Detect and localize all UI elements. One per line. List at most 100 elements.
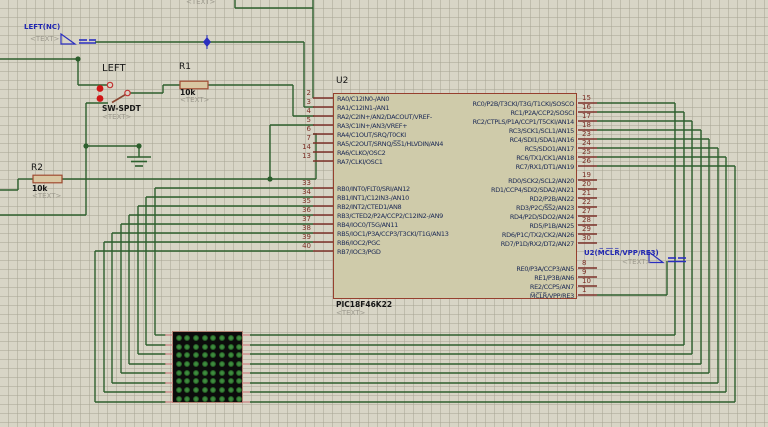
pin-number: 34 bbox=[302, 188, 311, 196]
pin-label: RE1/P3B/AN6 bbox=[534, 273, 574, 282]
led-dot bbox=[184, 352, 191, 359]
terminal-arrow-icon[interactable] bbox=[648, 250, 665, 264]
pin-label: RB3/CTED2/P2A/CCP2/C12IN2-/AN9 bbox=[337, 211, 443, 220]
chip-u2[interactable] bbox=[333, 93, 577, 299]
led-dot bbox=[201, 369, 208, 376]
pin-label: RE2/CCP5/AN7 bbox=[529, 282, 574, 291]
pin-number: 25 bbox=[582, 148, 591, 156]
pin-number: 21 bbox=[582, 189, 591, 197]
switch-state-dot[interactable] bbox=[96, 95, 104, 102]
led-dot bbox=[236, 378, 243, 385]
led-dot bbox=[210, 387, 217, 393]
pin-label: RB1/INT1/C12IN3-/AN10 bbox=[337, 193, 409, 202]
pin-label: RA5/C2OUT/SRNQ/S̅S̅1/HLVDIN/AN4 bbox=[337, 139, 444, 148]
pin-label: RD2/P2B/AN22 bbox=[529, 194, 574, 203]
led-dot bbox=[227, 395, 234, 402]
net-label-mclr[interactable]: U2(M̅C̅L̅R̅/VPP/RE3) bbox=[584, 249, 659, 257]
pin-number: 35 bbox=[302, 197, 311, 205]
led-dot bbox=[236, 352, 243, 359]
pin-number: 17 bbox=[582, 112, 591, 120]
pin-label: RA2/C2IN+/AN2/DACOUT/VREF- bbox=[337, 112, 432, 121]
led-dot bbox=[236, 360, 243, 367]
led-dot bbox=[201, 352, 208, 359]
pin-number: 38 bbox=[302, 224, 311, 232]
led-dot bbox=[236, 343, 243, 350]
pin-number: 4 bbox=[306, 107, 311, 115]
switch-state-dot[interactable] bbox=[96, 85, 104, 92]
led-dot bbox=[201, 395, 208, 402]
resistor-r2[interactable] bbox=[32, 174, 63, 184]
led-dot bbox=[192, 395, 199, 402]
led-dot bbox=[201, 334, 208, 341]
led-dot bbox=[184, 378, 191, 385]
led-dot bbox=[192, 360, 199, 367]
pin-label: RE0/P3A/CCP3/AN5 bbox=[516, 264, 574, 273]
led-dot bbox=[210, 369, 217, 376]
led-dot bbox=[219, 334, 225, 341]
pin-number: 18 bbox=[582, 121, 591, 129]
led-dot bbox=[227, 369, 234, 376]
terminal-arrow-icon[interactable] bbox=[60, 32, 77, 45]
pin-number: 15 bbox=[582, 94, 591, 102]
switch-contact[interactable] bbox=[106, 81, 114, 89]
led-dot bbox=[219, 360, 225, 367]
led-dot bbox=[210, 334, 217, 341]
led-dot bbox=[175, 378, 182, 385]
led-dot bbox=[175, 360, 182, 367]
pin-number: 7 bbox=[306, 134, 311, 142]
led-dot bbox=[210, 343, 217, 350]
led-dot bbox=[201, 343, 208, 350]
junction-dot bbox=[75, 56, 81, 62]
led-dot bbox=[219, 352, 225, 359]
led-dot bbox=[210, 352, 217, 359]
pin-number: 19 bbox=[582, 171, 591, 179]
led-dot bbox=[192, 378, 199, 385]
switch-type-label: SW-SPDT bbox=[102, 104, 141, 113]
led-dot bbox=[236, 387, 243, 393]
pin-label: RD6/P1C/TX2/CK2/AN26 bbox=[501, 230, 574, 239]
net-label-left-nc[interactable]: LEFT(NC) bbox=[24, 23, 61, 31]
led-dot bbox=[192, 369, 199, 376]
switch-ref-label: LEFT bbox=[102, 63, 126, 74]
led-dot bbox=[184, 387, 191, 393]
led-dot bbox=[236, 334, 243, 341]
switch-lever[interactable] bbox=[111, 93, 126, 104]
chip-part-label: PIC18F46K22 bbox=[336, 300, 393, 309]
pin-number: 8 bbox=[582, 259, 587, 267]
pin-label: RB5/IOC1/P3A/CCP3/T3CKI/T1G/AN13 bbox=[337, 229, 449, 238]
pin-number: 20 bbox=[582, 180, 591, 188]
junction-dot bbox=[83, 143, 89, 149]
pin-number: 29 bbox=[582, 225, 591, 233]
led-dot-matrix[interactable] bbox=[172, 331, 243, 403]
r1-value-label: 10k bbox=[180, 88, 196, 97]
resistor-r1[interactable] bbox=[179, 80, 209, 90]
pin-label: RB4/IOC0/T5G/AN11 bbox=[337, 220, 399, 229]
pin-label: RC7/RX1/DT1/AN19 bbox=[515, 162, 575, 171]
mclr-text-placeholder: <TEXT> bbox=[622, 258, 652, 266]
led-dot bbox=[210, 360, 217, 367]
switch-contact[interactable] bbox=[124, 89, 131, 97]
left-nc-text-placeholder: <TEXT> bbox=[30, 35, 60, 43]
pin-label: M̅C̅L̅R̅/VPP/RE3 bbox=[529, 291, 574, 300]
led-dot bbox=[201, 360, 208, 367]
r1-ref-label: R1 bbox=[179, 62, 191, 72]
pin-label: RC0/P2B/T3CKI/T3G/T1CKI/SOSCO bbox=[472, 99, 575, 108]
pin-number: 6 bbox=[306, 125, 311, 133]
pin-number: 16 bbox=[582, 103, 591, 111]
led-dot bbox=[227, 343, 234, 350]
pin-number: 2 bbox=[306, 89, 311, 97]
led-dot bbox=[192, 343, 199, 350]
pin-label: RD3/P2C/S̅S̅2/AN23 bbox=[516, 203, 574, 212]
pin-label: RD7/P1D/RX2/DT2/AN27 bbox=[500, 239, 575, 248]
led-dot bbox=[184, 395, 191, 402]
junction-dot bbox=[136, 143, 142, 149]
pin-number: 27 bbox=[582, 207, 591, 215]
pin-number: 13 bbox=[302, 152, 311, 160]
pin-label: RA1/C12IN1-/AN1 bbox=[337, 103, 390, 112]
led-dot bbox=[236, 369, 243, 376]
led-dot bbox=[184, 343, 191, 350]
led-dot bbox=[175, 343, 182, 350]
